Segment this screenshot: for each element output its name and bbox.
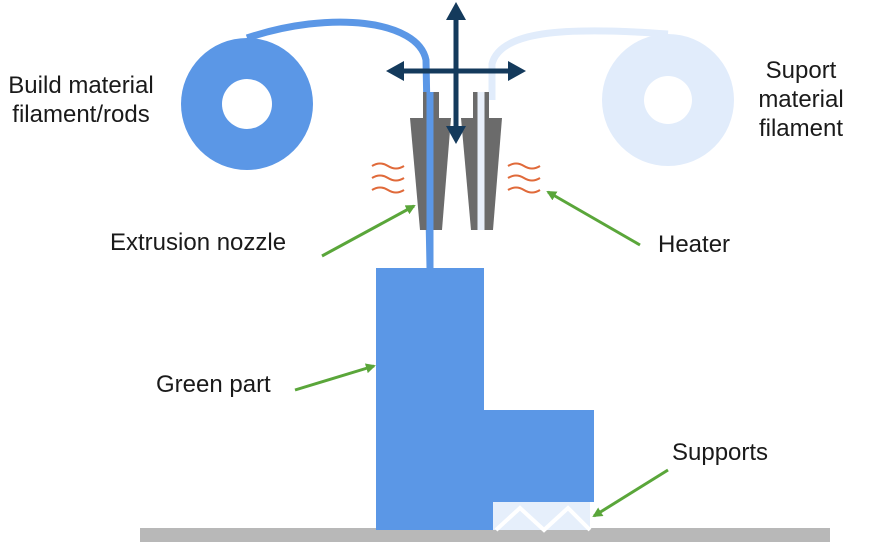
heater-label: Heater bbox=[658, 231, 731, 258]
green-part-pointer bbox=[294, 363, 376, 392]
heat-wave-icon bbox=[371, 162, 405, 194]
support-material-spool bbox=[488, 27, 734, 166]
green-part-label: Green part bbox=[156, 371, 271, 398]
supports-label: Supports bbox=[672, 439, 769, 466]
support-structure bbox=[493, 502, 592, 533]
supports-pointer bbox=[592, 468, 669, 518]
support-material-label: Suport material filament bbox=[736, 56, 866, 143]
green-part-shape bbox=[376, 268, 594, 530]
extrusion-nozzle-pointer bbox=[321, 204, 416, 258]
four-way-arrow-icon bbox=[386, 2, 526, 144]
build-filament-path bbox=[245, 18, 434, 269]
build-material-label: Build material filament/rods bbox=[0, 71, 166, 129]
build-material-spool bbox=[181, 38, 313, 170]
extrusion-nozzle-label: Extrusion nozzle bbox=[110, 229, 287, 256]
build-material-line-1: Build material bbox=[8, 72, 154, 99]
extrusion-nozzle-shape bbox=[410, 92, 502, 268]
build-plate bbox=[140, 528, 830, 542]
heat-wave-icon bbox=[507, 162, 541, 194]
support-material-line-3: filament bbox=[758, 115, 844, 142]
support-material-line-2: material bbox=[758, 86, 844, 113]
build-material-line-2: filament/rods bbox=[12, 101, 150, 128]
support-material-line-1: Suport bbox=[765, 57, 837, 84]
heater-pointer bbox=[546, 190, 641, 247]
